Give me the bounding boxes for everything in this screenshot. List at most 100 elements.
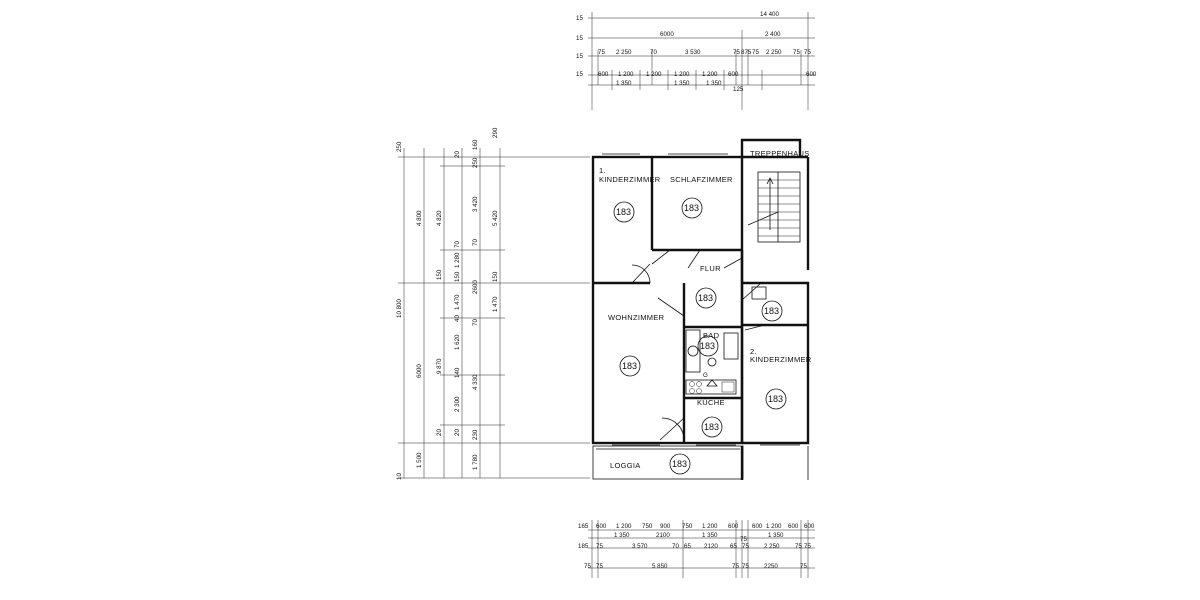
- dim-left: 150: [492, 271, 499, 282]
- svg-text:183: 183: [764, 306, 779, 316]
- dim-bottom: 900: [660, 523, 671, 530]
- dim-bottom: 2100: [656, 532, 670, 539]
- left-dimension-chains: 250 10 800 10 4 800 6000 1 500 4 820 150…: [396, 127, 590, 480]
- dim-bottom: 75: [596, 543, 603, 550]
- dim-bottom: 75: [584, 563, 591, 570]
- room-label-kinderzimmer-1: KINDERZIMMER: [599, 175, 661, 184]
- dim-left: 290: [492, 127, 499, 138]
- dim-bottom: 75: [804, 543, 811, 550]
- gas-symbol: G: [703, 372, 708, 379]
- room-label-treppenhaus: TREPPENHAUS: [750, 149, 810, 158]
- dim-top: 2 400: [765, 31, 781, 38]
- svg-text:183: 183: [768, 394, 783, 404]
- kitchen-fixtures: G: [685, 372, 737, 395]
- dim-bottom: 75: [596, 563, 603, 570]
- svg-text:183: 183: [700, 341, 715, 351]
- dim-top: 1 200: [674, 71, 690, 78]
- dim-top: 75: [752, 49, 759, 56]
- dim-top: 600: [806, 71, 817, 78]
- dim-bottom: 3 570: [632, 543, 648, 550]
- dim-bottom: 1 200: [616, 523, 632, 530]
- svg-text:183: 183: [616, 207, 631, 217]
- dim-bottom: 2250: [764, 563, 778, 570]
- dim-bottom: 75: [795, 543, 802, 550]
- dim-left: 9 870: [436, 358, 443, 374]
- room-label-kueche: KÜCHE: [697, 398, 725, 407]
- dim-top: 70: [650, 49, 657, 56]
- dim-total-width: 14 400: [760, 11, 779, 18]
- dim-left: 20: [454, 151, 461, 158]
- dim-left: 1 780: [472, 454, 479, 470]
- dim-bottom: 1 350: [768, 532, 784, 539]
- svg-text:183: 183: [622, 361, 637, 371]
- room-label-kinderzimmer-2: KINDERZIMMER: [750, 355, 812, 364]
- svg-text:183: 183: [704, 422, 719, 432]
- dim-bottom: 600: [804, 523, 815, 530]
- dim-bottom: 75: [742, 563, 749, 570]
- dim-left: 20: [454, 429, 461, 436]
- dim-top: 6000: [660, 31, 674, 38]
- dim-left: 1 470: [454, 294, 461, 310]
- dim-bottom: 1 200: [766, 523, 782, 530]
- dim-bottom: 600: [788, 523, 799, 530]
- room-number-kinderzimmer-2: 2.: [750, 347, 757, 356]
- windows: [602, 153, 800, 446]
- dim-left: 40: [454, 315, 461, 322]
- dim-left: 70: [472, 319, 479, 326]
- dim-top: 2 250: [616, 49, 632, 56]
- height-marker: 183: [701, 416, 723, 438]
- dim-top: 1 350: [674, 80, 690, 87]
- dim-left: 150: [436, 269, 443, 280]
- dim-top: 2 250: [766, 49, 782, 56]
- svg-text:183: 183: [672, 459, 687, 469]
- dim-left: 70: [472, 239, 479, 246]
- dim-bottom: 185: [578, 543, 589, 550]
- dim-left: 10: [396, 473, 403, 480]
- height-marker: 183: [619, 355, 641, 377]
- walls: [591, 138, 810, 480]
- dim-bottom: 1 200: [702, 523, 718, 530]
- bottom-dimension-chains: 165 600 1 200 750 900 750 1 200 600 600 …: [578, 520, 815, 578]
- dim-left: 140: [454, 367, 461, 378]
- dim-left: 4 330: [472, 374, 479, 390]
- dim-left: 4 820: [436, 210, 443, 226]
- staircase: [747, 171, 801, 243]
- dim-bottom: 165: [578, 523, 589, 530]
- dim-bottom: 75: [740, 536, 747, 543]
- dim-bottom: 750: [642, 523, 653, 530]
- dim-left: 230: [472, 429, 479, 440]
- dim-top: 1 200: [618, 71, 634, 78]
- dim-top: 1 200: [702, 71, 718, 78]
- dim-left: 20: [436, 429, 443, 436]
- bathroom-fixtures: [685, 329, 739, 373]
- dim-left: 4 800: [416, 210, 423, 226]
- dim-top: 1 200: [646, 71, 662, 78]
- dim-left: 250: [472, 157, 479, 168]
- height-marker: 183: [613, 201, 635, 223]
- dim-bottom: 600: [728, 523, 739, 530]
- dim-left: 160: [472, 139, 479, 150]
- dim-top: 600: [728, 71, 739, 78]
- ceiling-height-markers: 183 183 183 183 183 183 183 183: [613, 197, 787, 475]
- dim-bottom: 2120: [704, 543, 718, 550]
- dim-top: 125: [733, 86, 744, 93]
- room-label-bad: BAD: [703, 331, 720, 340]
- dim-bottom: 65: [730, 543, 737, 550]
- dim-bottom: 600: [752, 523, 763, 530]
- height-marker: 183: [765, 388, 787, 410]
- dim-bottom: 75: [732, 563, 739, 570]
- dim-bottom: 600: [596, 523, 607, 530]
- dim-top: 875: [741, 49, 752, 56]
- height-marker: 183: [761, 300, 783, 322]
- dim-left: 1 470: [492, 296, 499, 312]
- dim-left: 6000: [416, 364, 423, 378]
- dim-left: 1 280: [454, 252, 461, 268]
- dim-left: 2600: [472, 280, 479, 294]
- height-marker: 183: [695, 287, 717, 309]
- doors: [631, 249, 766, 441]
- top-row-label: 15: [576, 35, 583, 42]
- dim-left: 2 300: [454, 396, 461, 412]
- dim-top: 75: [793, 49, 800, 56]
- dim-left: 5 420: [492, 210, 499, 226]
